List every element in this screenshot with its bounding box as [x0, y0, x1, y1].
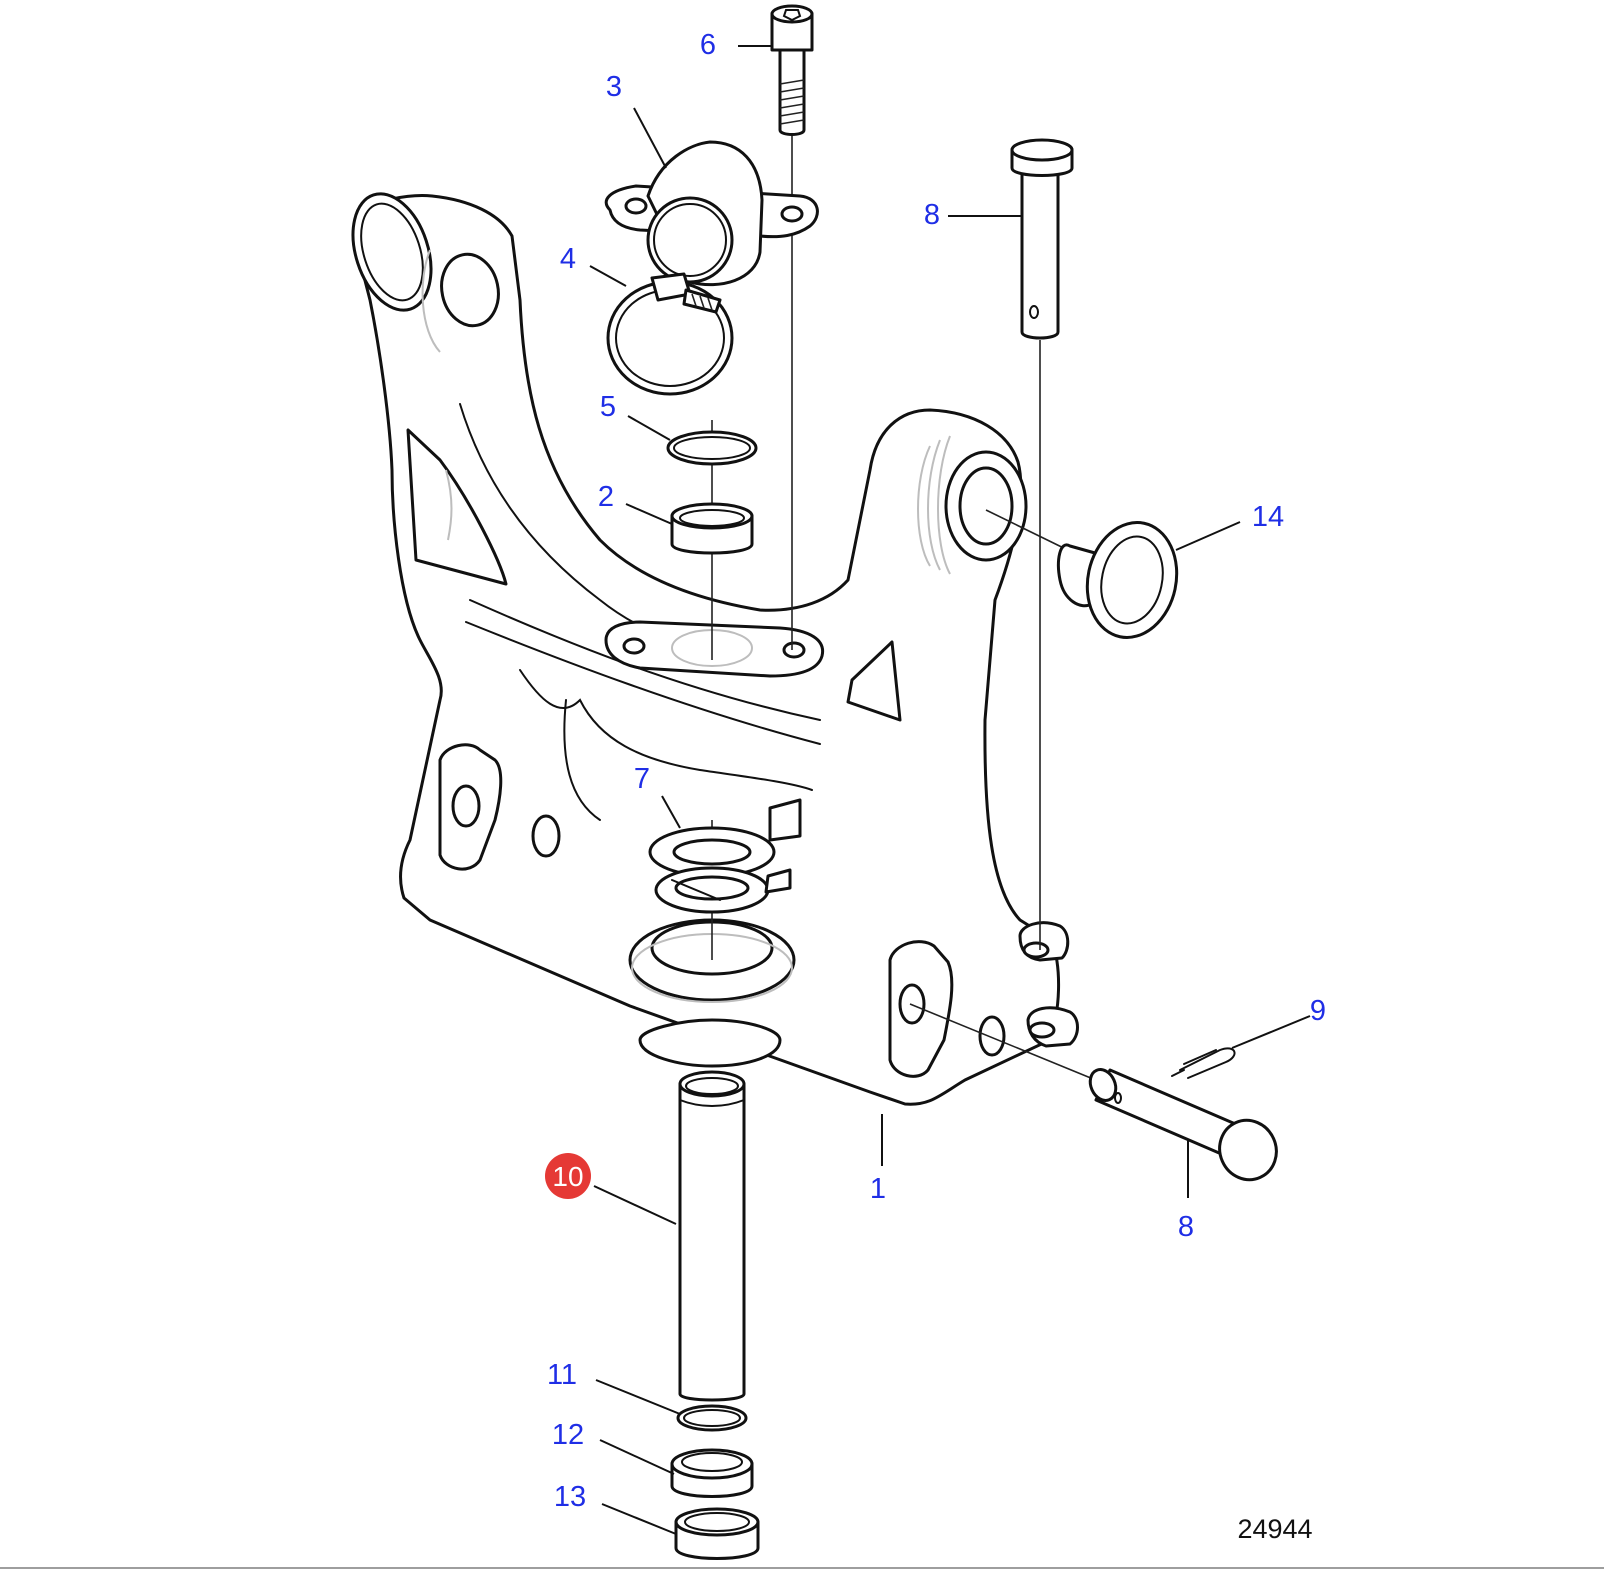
callout-6[interactable]: 6	[700, 29, 716, 61]
selected-marker	[545, 1153, 591, 1199]
part-hose-connector	[604, 140, 819, 287]
part-clevis-pin-side	[1088, 1068, 1278, 1182]
callout-labels: 1 2 3 4 5 6 7 8 8 9 10 11 12 13 14	[545, 29, 1326, 1513]
callout-12[interactable]: 12	[552, 1419, 584, 1451]
callout-9[interactable]: 9	[1310, 995, 1326, 1027]
callout-13[interactable]: 13	[554, 1481, 586, 1513]
callout-1[interactable]: 1	[870, 1173, 886, 1205]
part-bushing-upper	[670, 502, 754, 555]
part-clevis-pin-top	[1010, 138, 1074, 340]
callout-8-top[interactable]: 8	[924, 199, 940, 231]
part-bushing-lower	[670, 1448, 754, 1498]
part-hose-clamp	[606, 272, 734, 396]
figure-reference-number: 24944	[1237, 1514, 1312, 1544]
part-cotter-pin	[1171, 1047, 1236, 1079]
part-bushing-bottom	[674, 1507, 760, 1560]
part-lock-washers	[648, 798, 802, 914]
callout-5[interactable]: 5	[600, 391, 616, 423]
part-o-ring-upper	[666, 430, 758, 466]
callout-3[interactable]: 3	[606, 71, 622, 103]
callout-4[interactable]: 4	[560, 243, 576, 275]
leader-lines	[589, 45, 1311, 1535]
part-shaft-tube	[678, 1070, 746, 1402]
callout-14[interactable]: 14	[1252, 501, 1284, 533]
callout-2[interactable]: 2	[598, 481, 614, 513]
part-plug	[1056, 521, 1179, 639]
callout-11[interactable]: 11	[547, 1359, 577, 1391]
callout-10: 10	[552, 1161, 583, 1192]
callout-8-side[interactable]: 8	[1178, 1211, 1194, 1243]
callout-7[interactable]: 7	[634, 763, 650, 795]
callout-10-selected[interactable]: 10	[545, 1153, 591, 1199]
part-o-ring-lower	[676, 1404, 748, 1432]
part-bolt	[770, 4, 814, 136]
axis-line-side-pin	[909, 1003, 1121, 1091]
